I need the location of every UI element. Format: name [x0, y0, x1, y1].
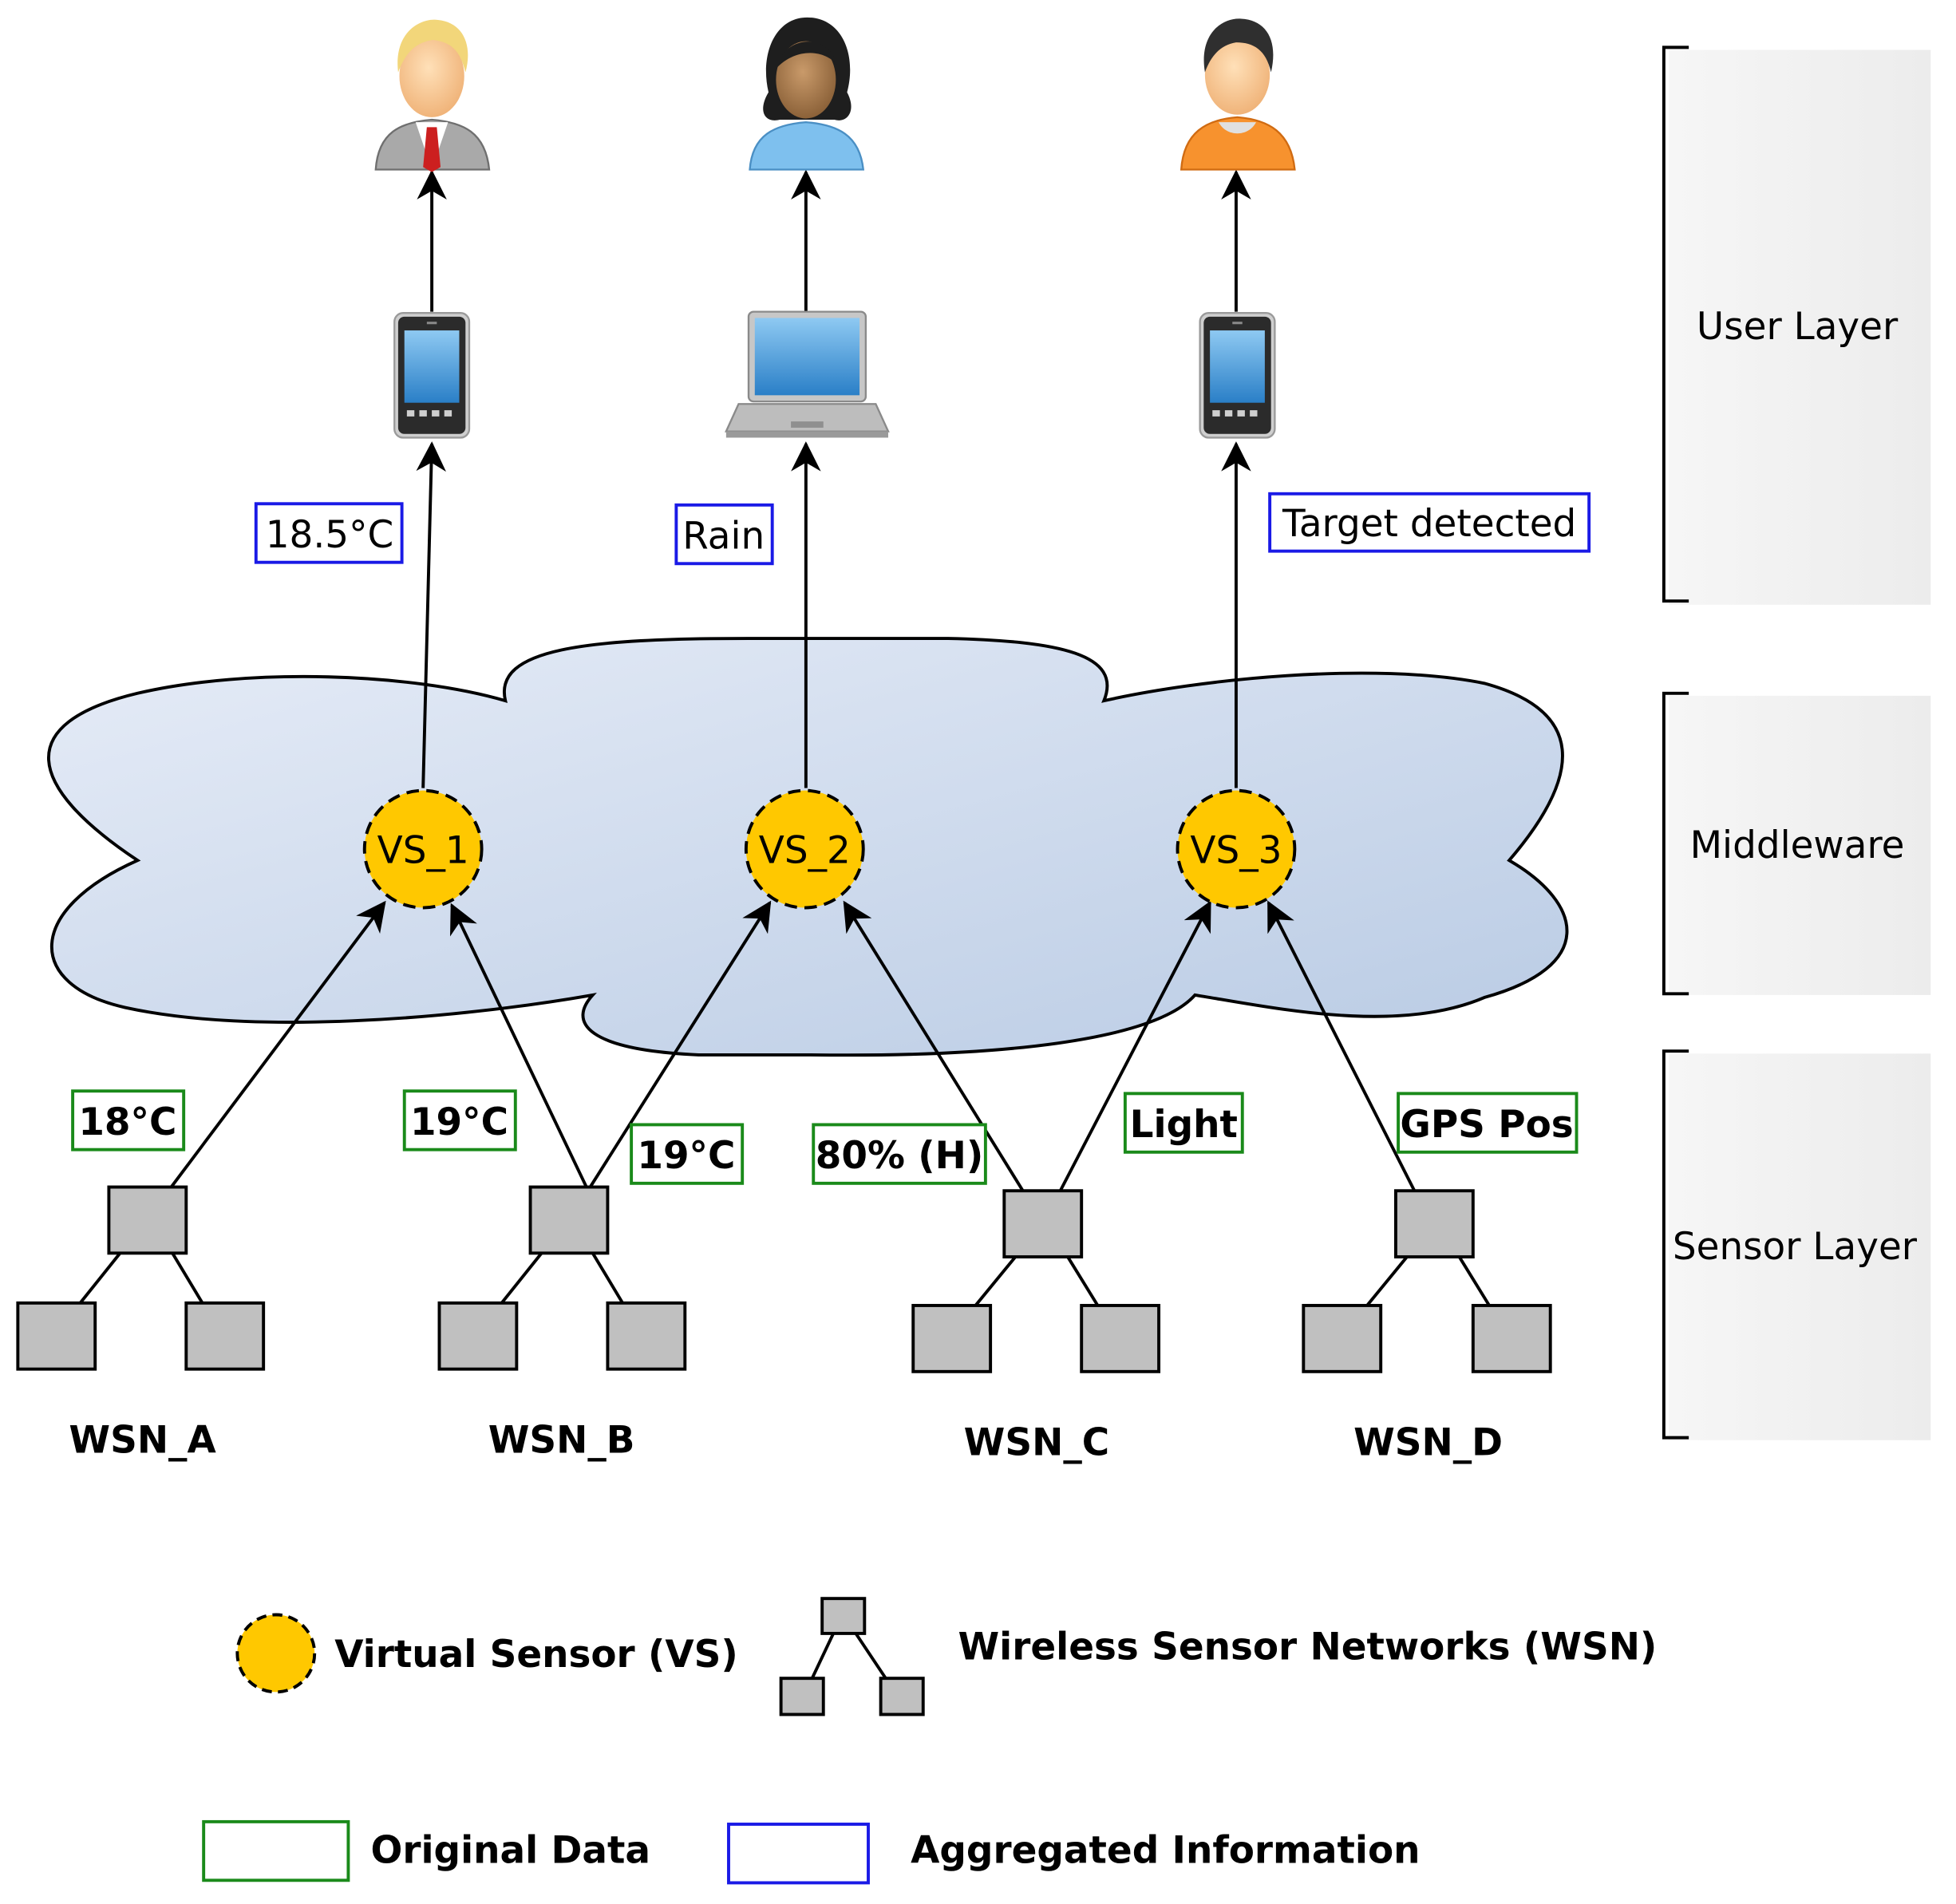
original-box-3: 19°C — [630, 1123, 745, 1185]
sensing-arrows — [169, 900, 1417, 1192]
original-label: 18°C — [78, 1100, 176, 1144]
virtual-sensor-vs2: VS_2 — [744, 788, 865, 910]
original-label: 19°C — [410, 1100, 508, 1144]
original-box-4: 80% (H) — [812, 1123, 987, 1185]
aggregated-box-3: Target detected — [1268, 492, 1591, 553]
layer-bracket-middleware: Middleware — [1662, 691, 1931, 996]
original-label: Light — [1130, 1103, 1238, 1147]
legend: Virtual Sensor (VS) Wireless Sensor Netw… — [202, 1597, 1657, 1885]
aggregated-box-2: Rain — [674, 503, 774, 566]
layer-label-user: User Layer — [1697, 305, 1899, 349]
layer-bracket-sensor: Sensor Layer — [1662, 1049, 1931, 1440]
virtual-sensor-label: VS_2 — [759, 828, 851, 872]
original-box-6: GPS Pos — [1397, 1092, 1579, 1154]
aggregation-arrows — [416, 441, 1251, 788]
original-box-1: 18°C — [71, 1089, 186, 1151]
wsn-label-b: WSN_B — [488, 1418, 635, 1462]
wsn-label-a: WSN_A — [69, 1418, 216, 1462]
aggregated-label: Rain — [682, 515, 765, 559]
legend-vs-label: Virtual Sensor (VS) — [334, 1633, 738, 1677]
virtual-sensor-vs1: VS_1 — [362, 788, 484, 910]
tablet-icon — [393, 312, 471, 439]
woman-icon — [749, 17, 865, 171]
legend-original-data: Original Data — [202, 1819, 651, 1882]
wsn-tree-a — [16, 1185, 266, 1371]
legend-aggregated-info: Aggregated Information — [727, 1823, 1421, 1885]
wsn-tree-c — [911, 1189, 1161, 1373]
aggregated-label: Target detected — [1282, 502, 1576, 546]
layer-bracket-user: User Layer — [1662, 45, 1931, 605]
legend-virtual-sensor: Virtual Sensor (VS) — [235, 1613, 738, 1694]
legend-wsn: Wireless Sensor Networks (WSN) — [779, 1597, 1657, 1716]
aggregated-box-1: 18.5°C — [254, 502, 404, 564]
tablet-icon — [1199, 312, 1276, 439]
layer-label-middleware: Middleware — [1690, 824, 1905, 867]
wsn-label-c: WSN_C — [964, 1420, 1109, 1464]
virtual-sensor-label: VS_1 — [377, 828, 469, 872]
aggregated-label: 18.5°C — [266, 513, 393, 557]
delivery-arrows — [417, 169, 1251, 312]
original-label: GPS Pos — [1400, 1103, 1573, 1147]
original-label: 19°C — [637, 1134, 735, 1178]
wsn-label-d: WSN_D — [1353, 1420, 1503, 1464]
wsn-tree-b — [437, 1185, 687, 1371]
laptop-icon — [725, 310, 890, 438]
virtual-sensor-vs3: VS_3 — [1176, 788, 1297, 910]
man-orange-icon — [1180, 18, 1296, 171]
legend-aggregated-label: Aggregated Information — [911, 1828, 1420, 1872]
layer-label-sensor: Sensor Layer — [1673, 1225, 1918, 1269]
businessman-icon — [374, 19, 491, 172]
original-label: 80% (H) — [816, 1134, 984, 1178]
legend-original-label: Original Data — [371, 1828, 651, 1872]
original-box-5: Light — [1123, 1092, 1244, 1154]
wsn-tree-d — [1302, 1189, 1552, 1373]
original-box-2: 19°C — [402, 1089, 517, 1151]
virtual-sensor-label: VS_3 — [1190, 828, 1282, 872]
legend-wsn-label: Wireless Sensor Networks (WSN) — [958, 1626, 1657, 1669]
